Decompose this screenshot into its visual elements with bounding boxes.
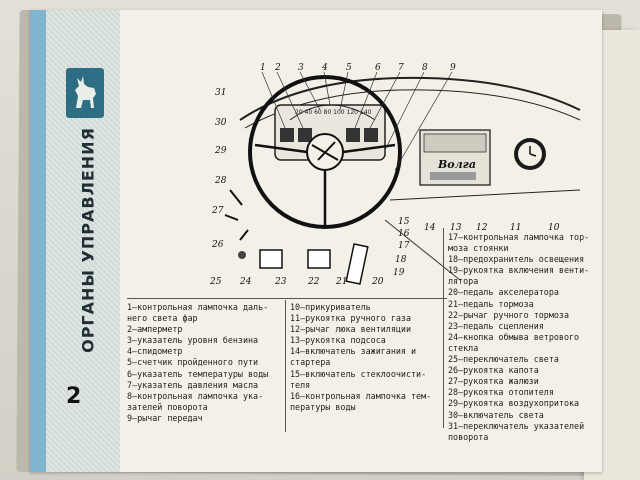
- legend-item: зателей поворота: [127, 401, 208, 412]
- legend-item: 12—рычаг люка вентиляции: [290, 324, 412, 335]
- legend-item: 21—педаль тормоза: [448, 298, 534, 309]
- legend-item: 20—педаль акселератора: [448, 287, 559, 298]
- callout-5: 5: [346, 63, 352, 73]
- callout-26: 26: [211, 240, 224, 250]
- callout-14: 14: [424, 223, 436, 233]
- callout-3: 3: [298, 63, 304, 73]
- legend-item: 24—кнопка обмыва ветрового: [448, 331, 580, 342]
- callout-19: 19: [393, 268, 405, 278]
- callout-6: 6: [375, 63, 381, 73]
- legend-item: 25—переключатель света: [448, 354, 559, 365]
- callout-18: 18: [395, 255, 407, 265]
- legend-item: 7—указатель давления масла: [127, 379, 259, 390]
- divider-vertical-2: [443, 228, 444, 428]
- deer-icon: [66, 68, 104, 118]
- legend-item: 6—указатель температуры воды: [127, 368, 269, 379]
- legend-item: 1—контрольная лампочка даль-: [127, 302, 269, 312]
- legend-item: 11—рукоятка ручного газа: [290, 313, 412, 324]
- legend-item: 23—педаль сцепления: [448, 320, 544, 331]
- legend-item: поворота: [448, 431, 489, 442]
- legend-item: 13—рукоятка подсоса: [290, 335, 386, 346]
- legend-item: 26—рукоятка капота: [448, 365, 539, 376]
- callout-29: 29: [214, 146, 227, 156]
- legend-item: моза стоянки: [448, 243, 509, 254]
- callout-17: 17: [398, 241, 410, 251]
- legend-item: 14—включатель зажигания и: [290, 346, 417, 357]
- callout-13: 13: [450, 223, 462, 233]
- legend-column-3: 17—контрольная лампочка тор- моза стоянк…: [448, 232, 589, 443]
- legend-item: 5—счетчик пройденного пути: [127, 357, 259, 368]
- callout-8: 8: [422, 63, 428, 73]
- callout-30: 30: [215, 118, 227, 128]
- legend-item: 29—рукоятка воздухопритока: [448, 398, 580, 409]
- legend-item: стартера: [290, 357, 331, 368]
- callout-25: 25: [209, 277, 222, 287]
- callout-9: 9: [450, 63, 456, 73]
- blue-stripe: [30, 10, 46, 472]
- divider-vertical-1: [285, 300, 286, 432]
- callout-28: 28: [214, 176, 227, 186]
- callout-24: 24: [239, 277, 252, 287]
- divider-horizontal: [127, 298, 447, 299]
- callout-15: 15: [398, 217, 410, 227]
- legend-item: 30—включатель света: [448, 409, 544, 420]
- legend-item: пературы воды: [290, 401, 356, 412]
- callout-31: 31: [215, 88, 226, 98]
- legend-item: стекла: [448, 342, 479, 353]
- page-number: 2: [66, 384, 82, 409]
- callout-23: 23: [274, 277, 287, 287]
- legend-item: 8—контрольная лампочка ука-: [127, 390, 264, 401]
- callout-4: 4: [321, 63, 328, 73]
- callout-7: 7: [398, 63, 404, 73]
- legend-column-2: 10—прикуриватель 11—рукоятка ручного газ…: [290, 302, 431, 413]
- callout-22: 22: [307, 277, 320, 287]
- legend-item: 2—амперметр: [127, 324, 183, 335]
- legend-item: 19—рукоятка включения венти-: [448, 265, 590, 276]
- speedometer-scale: 20 40 60 80 100 120 140: [295, 109, 372, 116]
- brand-plate: Волга: [437, 158, 476, 171]
- legend-item: 4—спидометр: [127, 346, 183, 357]
- legend-item: 16—контрольная лампочка тем-: [290, 390, 432, 401]
- callout-10: 10: [548, 223, 560, 233]
- callouts-left: 31 30 29 28 27 26 25: [209, 88, 227, 287]
- legend-item: 9—рычаг передач: [127, 412, 203, 423]
- legend-item: 15—включатель стеклоочисти-: [290, 368, 427, 379]
- callout-2: 2: [274, 63, 281, 73]
- callouts-bottom: 24 23 22 21 20 19 18 17 16 15 14 13 12 1…: [239, 217, 560, 287]
- legend-item: 27—рукоятка жалюзи: [448, 376, 539, 387]
- callout-21: 21: [335, 277, 347, 287]
- side-band: ОРГАНЫ УПРАВЛЕНИЯ 2: [30, 10, 120, 472]
- callout-27: 27: [211, 206, 224, 216]
- legend-item: 22—рычаг ручного тормоза: [448, 309, 570, 320]
- legend-item: него света фар: [127, 313, 198, 324]
- legend-item: 17—контрольная лампочка тор-: [448, 232, 590, 242]
- dashboard-diagram: 20 40 60 80 100 120 140 Волга 1 2: [209, 63, 581, 287]
- callout-20: 20: [371, 277, 384, 287]
- callout-16: 16: [398, 229, 410, 239]
- legend-item: 28—рукоятка отопителя: [448, 387, 554, 398]
- section-title: ОРГАНЫ УПРАВЛЕНИЯ: [78, 127, 98, 353]
- legend-item: теля: [290, 379, 311, 390]
- callout-1: 1: [260, 63, 266, 73]
- legend-item: 31—переключатель указателей: [448, 420, 585, 431]
- legend-column-1: 1—контрольная лампочка даль- него света …: [127, 302, 268, 424]
- callout-12: 12: [476, 223, 488, 233]
- manual-page: ОРГАНЫ УПРАВЛЕНИЯ 2 20 40 60 80 100 120 …: [30, 10, 602, 472]
- callouts-top: 1 2 3 4 5 6 7 8 9: [260, 63, 456, 73]
- legend-item: 18—предохранитель освещения: [448, 254, 585, 265]
- legend-item: 10—прикуриватель: [290, 302, 371, 312]
- callout-11: 11: [510, 223, 521, 233]
- legend-item: 3—указатель уровня бензина: [127, 335, 259, 346]
- legend-item: лятора: [448, 276, 479, 287]
